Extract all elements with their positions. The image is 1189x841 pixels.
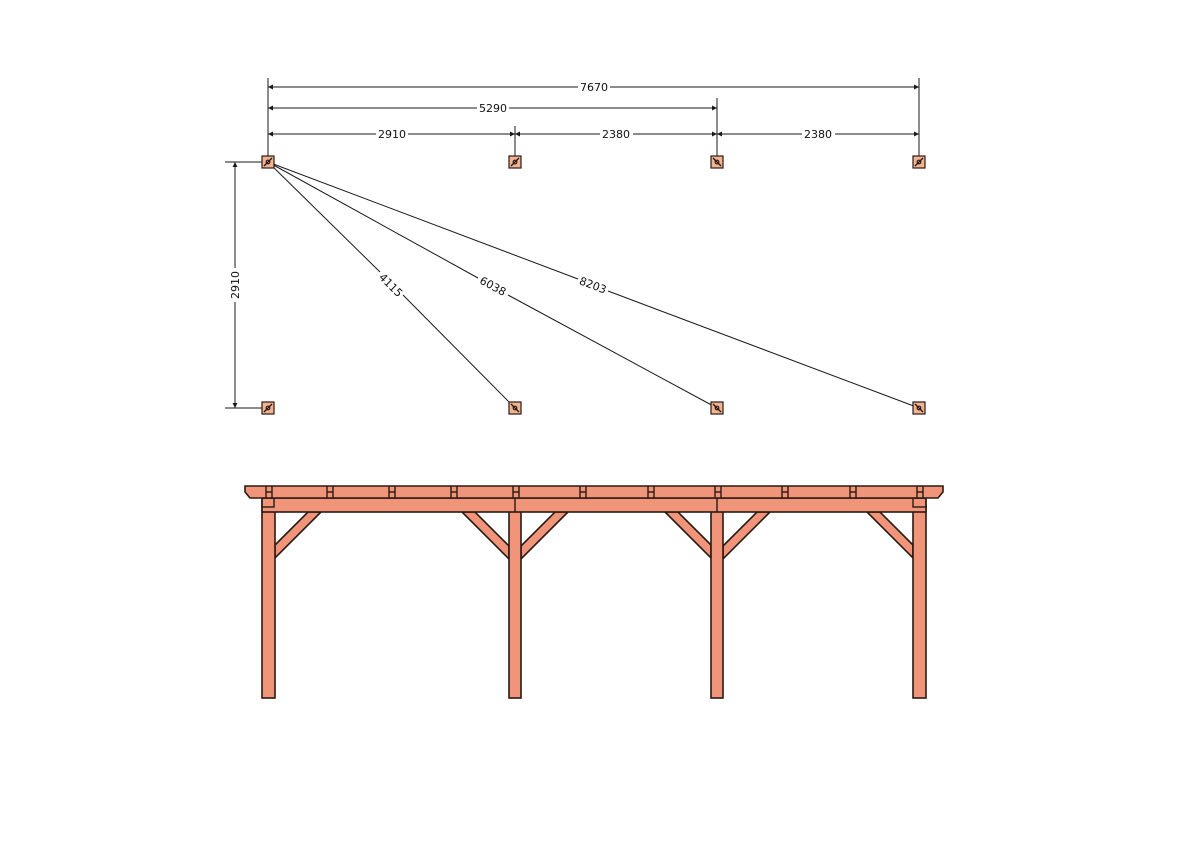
dimension-overall: 7670: [268, 81, 919, 94]
post-elevation: [508, 505, 522, 699]
post-plan: [261, 401, 275, 415]
dimension-label-partial: 5290: [479, 102, 507, 115]
dimension-span-2: 2380: [515, 128, 717, 141]
dimension-span-3: 2380: [717, 128, 919, 141]
dimension-depth: 2910: [229, 162, 242, 408]
dimension-label-span-2: 2380: [602, 128, 630, 141]
plan-view: 7670 5290 2910 2380 2380 2910: [225, 78, 926, 415]
dimension-label-span-3: 2380: [804, 128, 832, 141]
diagonal-2: 6038: [267, 161, 718, 409]
dimension-span-1: 2910: [268, 128, 515, 141]
post-elevation: [710, 505, 724, 699]
dimension-label-span-1: 2910: [378, 128, 406, 141]
top-rafter: [244, 485, 944, 499]
diagonal-3: 8203: [267, 161, 920, 409]
elevation-view: [244, 485, 944, 699]
post-plan: [912, 401, 926, 415]
diagonal-label-1: 4115: [376, 271, 405, 300]
dimension-partial: 5290: [268, 102, 717, 115]
rafter-joints: [265, 486, 924, 498]
post-elevation: [912, 505, 927, 699]
post-elevation: [261, 505, 276, 699]
post-plan: [912, 155, 926, 169]
post-plan: [508, 401, 522, 415]
post-plan: [710, 155, 724, 169]
diagonal-label-3: 8203: [577, 274, 608, 296]
post-plan: [261, 155, 275, 169]
dimension-label-overall: 7670: [580, 81, 608, 94]
braces: [274, 511, 914, 561]
diagonal-label-2: 6038: [477, 274, 508, 299]
beam: [261, 497, 927, 513]
post-plan: [508, 155, 522, 169]
post-plan: [710, 401, 724, 415]
dimension-label-depth: 2910: [229, 271, 242, 299]
